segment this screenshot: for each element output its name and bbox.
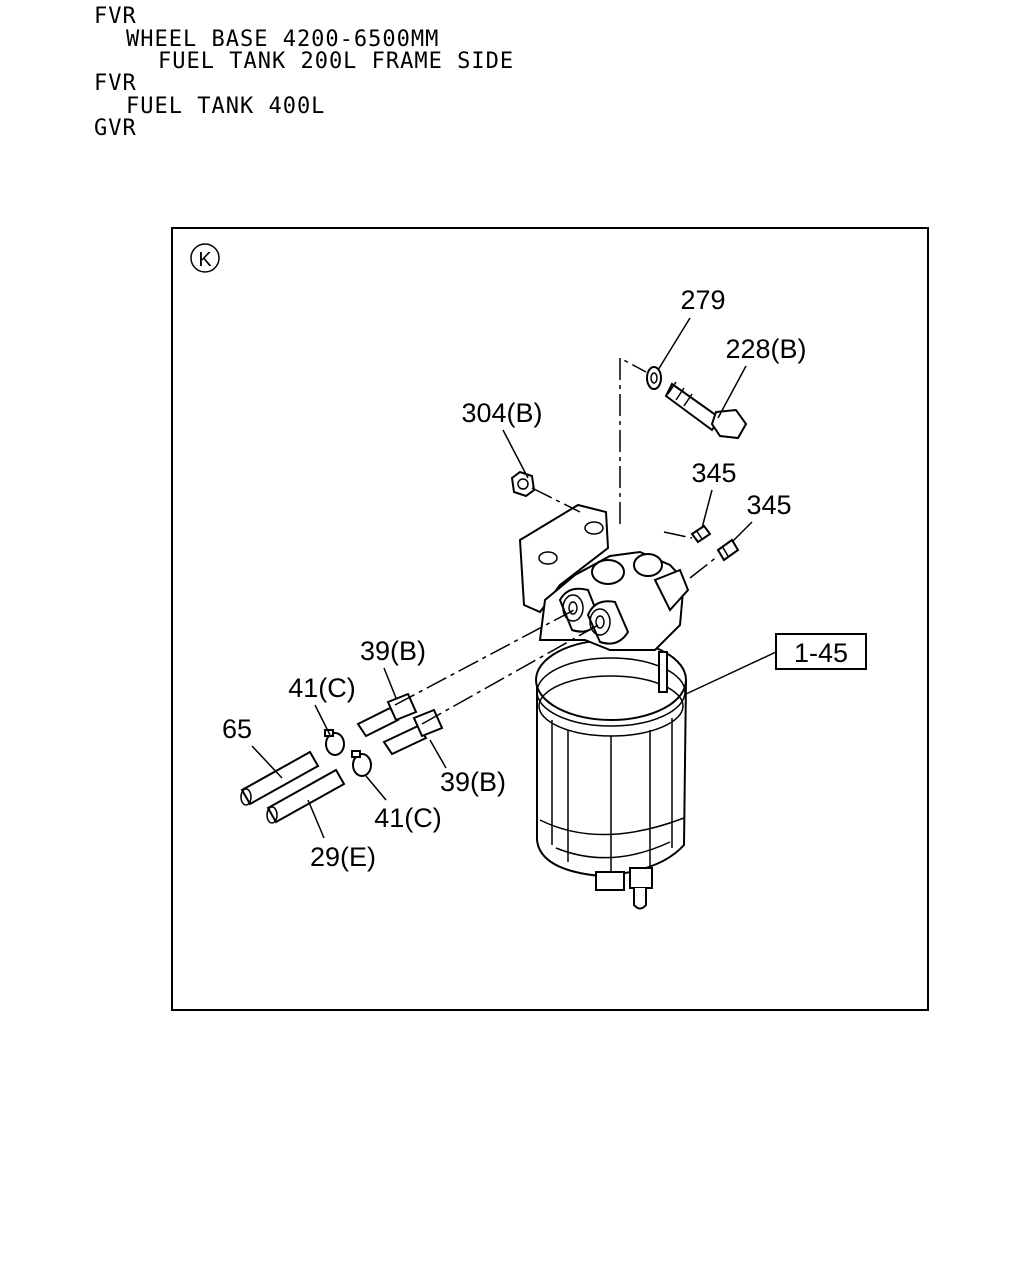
- callout-345-upper: 345: [691, 458, 736, 488]
- assembly-lines: [394, 356, 719, 725]
- view-letter-badge: K: [190, 243, 220, 273]
- clamp-41c-lower[interactable]: [351, 750, 372, 777]
- header-line-5: FUEL TANK 400L: [126, 94, 326, 119]
- header-line-1: FVR: [94, 4, 137, 29]
- header-line-3: FUEL TANK 200L FRAME SIDE: [158, 49, 515, 74]
- fitting-39b-upper[interactable]: [356, 692, 418, 738]
- hose-29e[interactable]: [266, 768, 346, 824]
- header-line-6: GVR: [94, 116, 137, 141]
- callout-39b-lower: 39(B): [440, 767, 506, 797]
- leader-lines: [251, 317, 777, 839]
- plug-345-lower[interactable]: [716, 538, 740, 562]
- callout-228b: 228(B): [725, 334, 806, 364]
- view-letter: K: [198, 249, 212, 271]
- washer-279[interactable]: [646, 366, 662, 390]
- fitting-39b-lower[interactable]: [382, 708, 444, 756]
- filter-head-bracket: [518, 503, 690, 651]
- plug-345-upper[interactable]: [690, 524, 712, 544]
- callout-65: 65: [222, 714, 252, 744]
- callout-39b-upper: 39(B): [360, 636, 426, 666]
- fuel-filter-assembly[interactable]: [535, 639, 687, 910]
- callout-279: 279: [680, 285, 725, 315]
- bolt-228b[interactable]: [664, 381, 748, 440]
- callout-41c-lower: 41(C): [374, 803, 442, 833]
- callout-345-lower: 345: [746, 490, 791, 520]
- nut-304b[interactable]: [510, 470, 536, 498]
- callout-41c-upper: 41(C): [288, 673, 356, 703]
- callout-box-1-45: [775, 633, 867, 670]
- header-line-2: WHEEL BASE 4200-6500MM: [126, 27, 440, 52]
- callout-29e: 29(E): [310, 842, 376, 872]
- callout-304b: 304(B): [461, 398, 542, 428]
- clamp-41c-upper[interactable]: [324, 729, 345, 756]
- header-line-4: FVR: [94, 71, 137, 96]
- callout-1-45: 1-45: [794, 638, 848, 668]
- hose-65[interactable]: [240, 750, 320, 806]
- diagram-frame: [171, 227, 929, 1011]
